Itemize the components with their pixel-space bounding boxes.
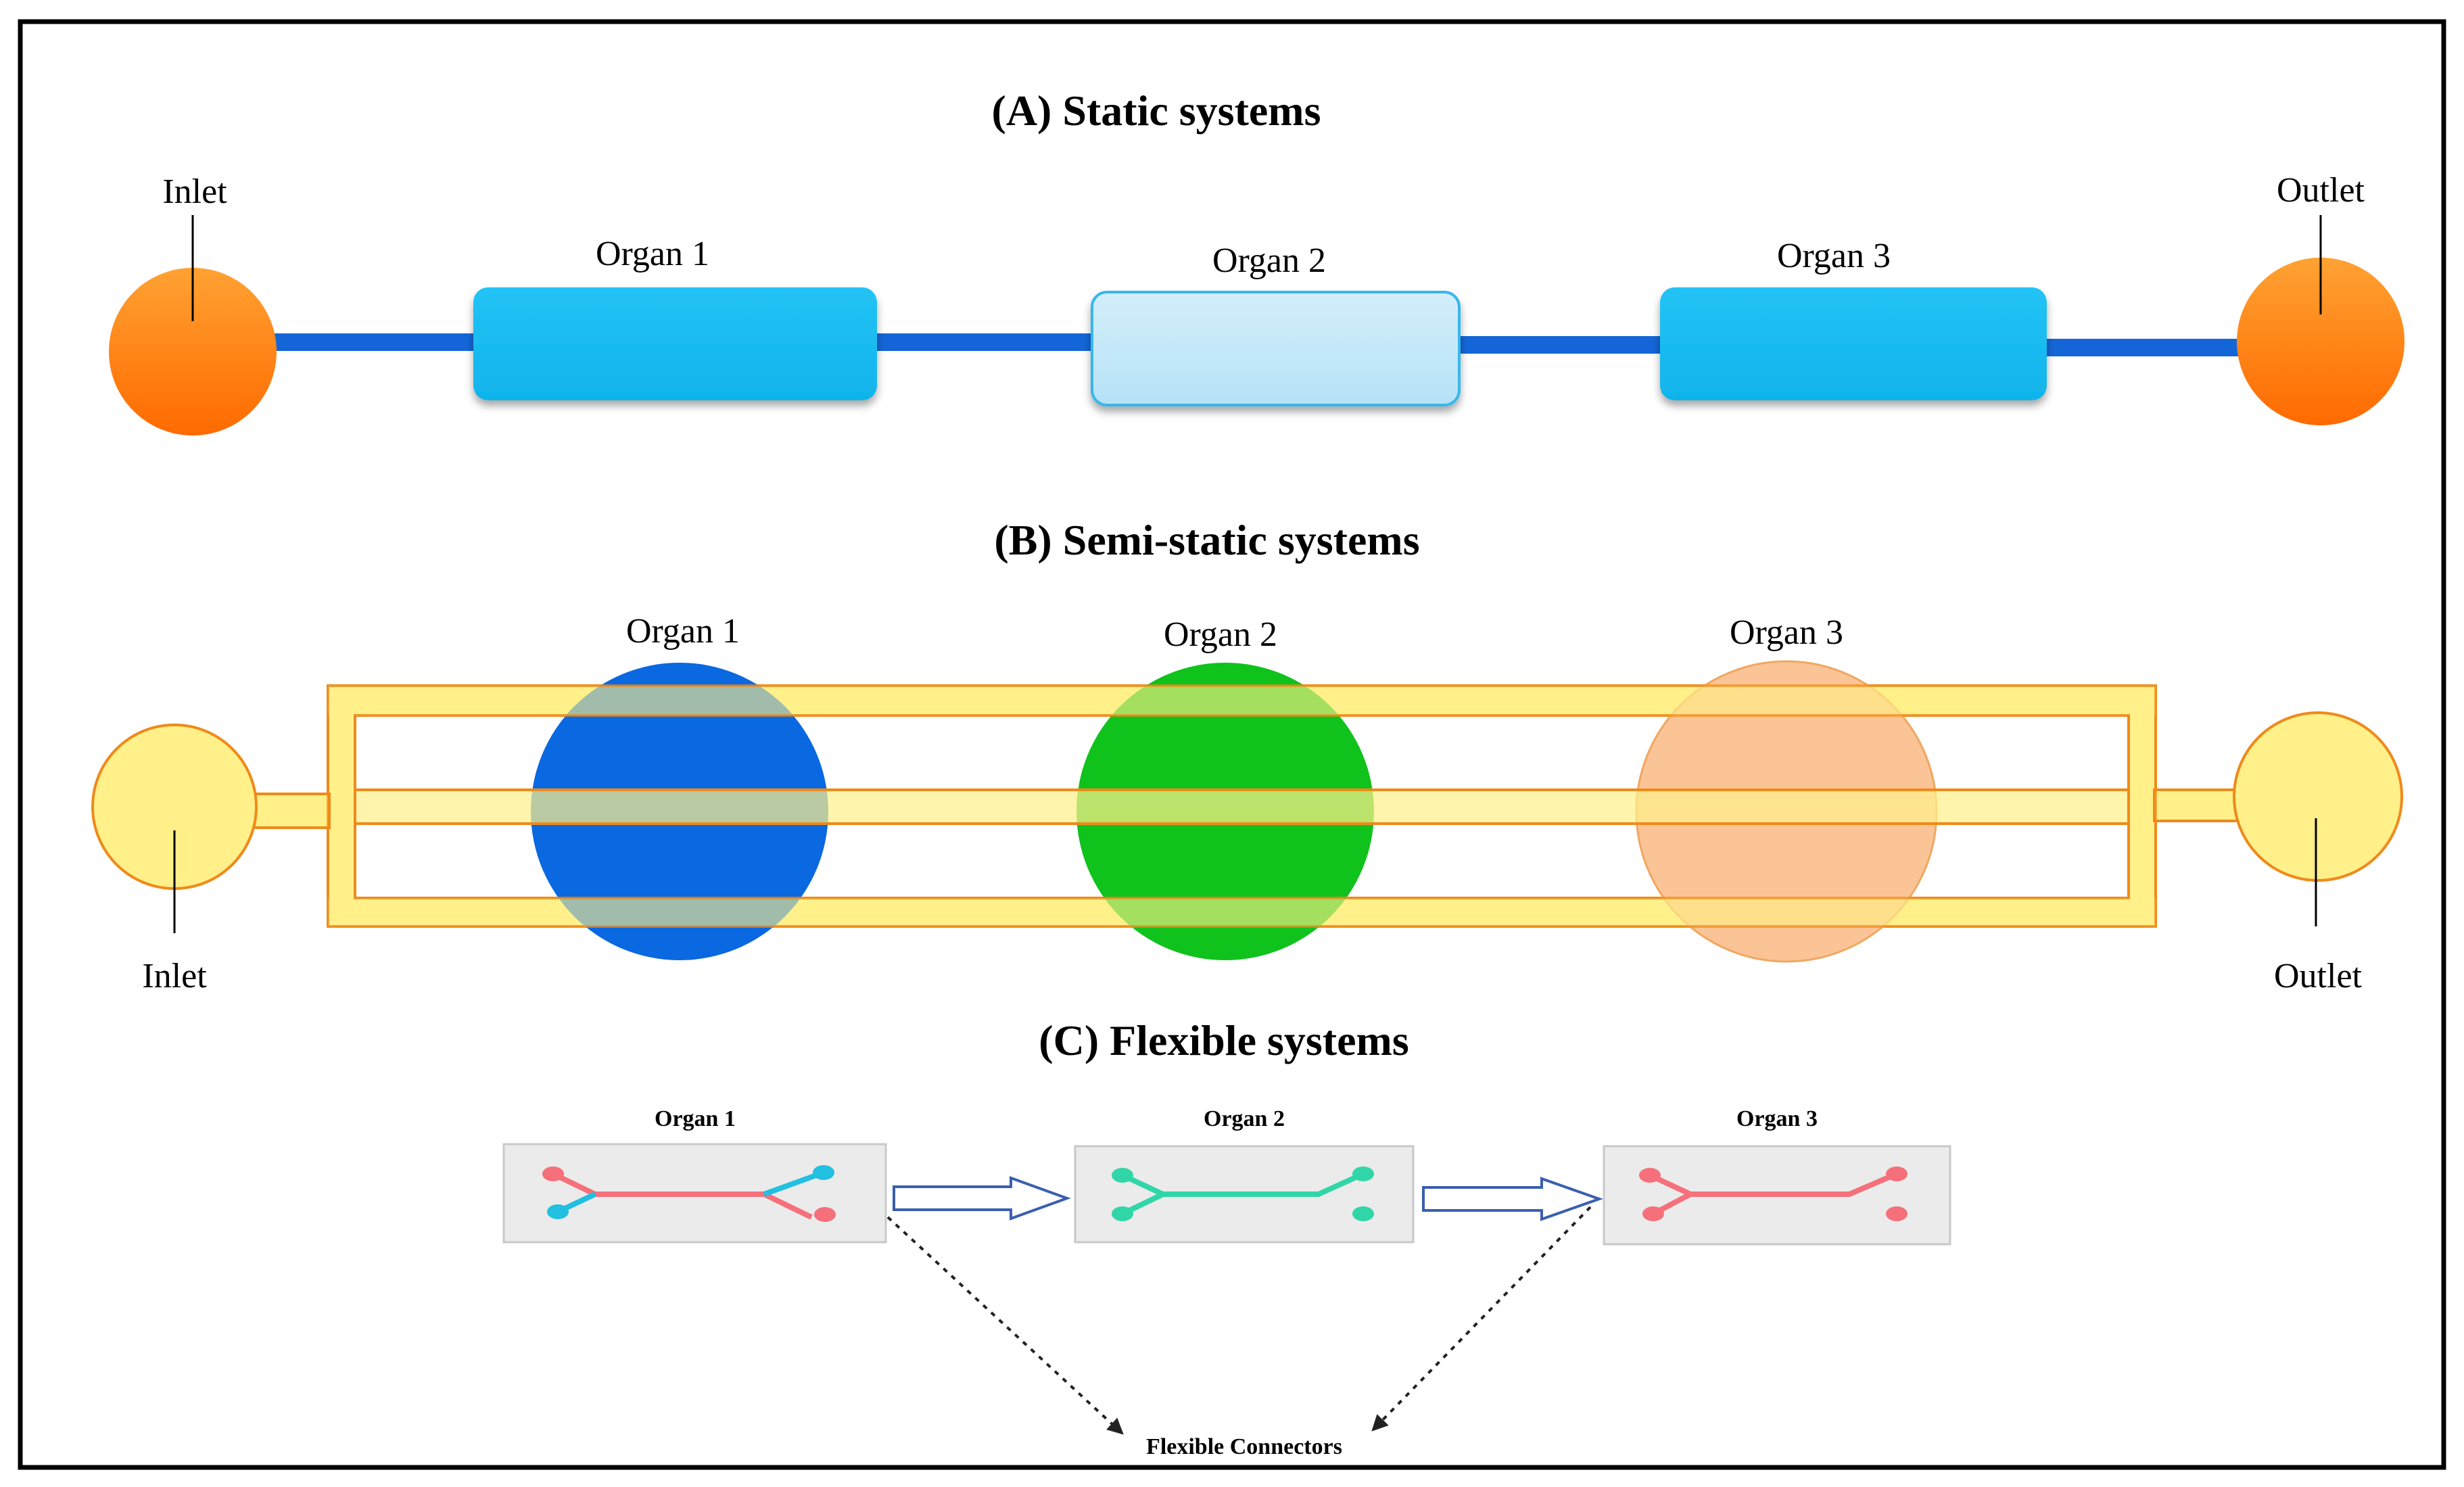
channel-outer-edge-overlay <box>327 684 2157 928</box>
tube-segment <box>2045 339 2262 356</box>
chip-3-port <box>1886 1206 1908 1221</box>
chip-2-channel-a <box>1121 1171 1365 1197</box>
flow-arrow-2-3-outline <box>1422 1177 1604 1221</box>
panel-b-organ-2-label: Organ 2 <box>1164 615 1277 654</box>
outlet-port <box>2237 258 2404 425</box>
tube-segment <box>876 333 1095 351</box>
panel-a-title: (A) Static systems <box>992 87 1321 135</box>
outlet-connector <box>2154 790 2238 821</box>
outlet-reservoir-edge <box>2233 711 2403 882</box>
chip-1-port <box>547 1204 569 1219</box>
inlet-port <box>109 268 277 435</box>
chip-3-port <box>1642 1206 1664 1221</box>
panel-c-chip-3 <box>1603 1145 1951 1246</box>
panel-c-organ-1-label: Organ 1 <box>655 1106 736 1131</box>
panel-b-organ-3-label: Organ 3 <box>1730 613 1843 652</box>
connector-pointer-2 <box>1371 1206 1592 1432</box>
panel-a-outlet-label: Outlet <box>2277 171 2365 210</box>
panel-c-chip-1 <box>502 1143 887 1244</box>
chip-1-port <box>542 1166 564 1181</box>
chip-3-port <box>1886 1166 1908 1181</box>
chip-2-port <box>1112 1206 1133 1221</box>
panel-a-organ-1 <box>473 287 877 400</box>
panel-b-title: (B) Semi-static systems <box>994 516 1419 564</box>
chip-2-port <box>1352 1166 1374 1181</box>
channel-inner-edge-overlay <box>354 714 2130 899</box>
panel-a-tubes <box>267 333 2262 356</box>
flow-arrow-1-2-outline <box>893 1176 1071 1221</box>
inlet-connector <box>254 794 329 828</box>
chip-3-port <box>1639 1168 1661 1183</box>
channel-middle-bar <box>355 790 2129 824</box>
chip-1-channel-a <box>552 1171 813 1220</box>
flexible-connectors-label: Flexible Connectors <box>1146 1434 1342 1459</box>
panel-c-organ-2-label: Organ 2 <box>1204 1106 1285 1131</box>
chip-2-port <box>1352 1206 1374 1221</box>
chip-1-channel-b-right <box>763 1170 825 1197</box>
panel-a-organ-2-label: Organ 2 <box>1212 241 1326 280</box>
channel-overlay <box>327 684 2157 928</box>
channel-top-bar <box>328 686 2156 715</box>
panel-b-organ-1-label: Organ 1 <box>626 612 740 651</box>
panel-a-static-systems: (A) Static systems Inlet Outlet Organ 1 … <box>109 87 2404 435</box>
panel-c-organ-3-label: Organ 3 <box>1736 1106 1818 1131</box>
panel-c-flexible-systems: (C) Flexible systems <box>502 1016 1951 1459</box>
inlet-reservoir <box>93 725 256 889</box>
chip-3-channel-a <box>1649 1171 1898 1197</box>
panel-a-inlet-label: Inlet <box>162 172 227 211</box>
chip-1-port <box>813 1165 834 1180</box>
tube-segment <box>267 333 477 351</box>
panel-a-organ-1-label: Organ 1 <box>596 235 709 273</box>
panel-b-semi-static-systems: (B) Semi-static systems Inlet Outlet <box>91 516 2403 995</box>
chip-2-port <box>1112 1168 1133 1183</box>
panel-c-title: (C) Flexible systems <box>1039 1016 1408 1064</box>
panel-a-organ-3 <box>1660 287 2047 400</box>
panel-a-organ-3-label: Organ 3 <box>1777 237 1891 275</box>
chip-1-port <box>814 1207 836 1222</box>
panel-a-organ-2 <box>1091 291 1461 406</box>
tube-segment <box>1457 336 1660 354</box>
outlet-reservoir <box>2234 713 2402 880</box>
panel-b-inlet-label: Inlet <box>142 957 207 995</box>
channel-bottom-bar <box>328 898 2156 926</box>
panel-b-outlet-label: Outlet <box>2274 957 2363 995</box>
panel-c-chip-2 <box>1074 1145 1415 1244</box>
